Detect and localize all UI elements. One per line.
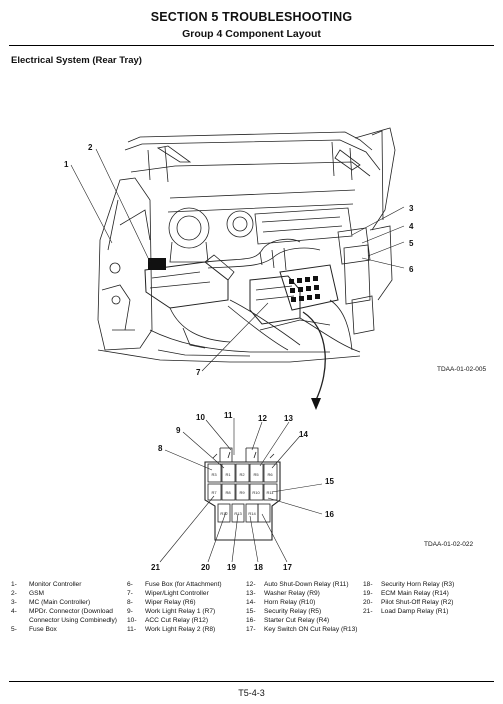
legend-item: 8-Wiper Relay (R6) — [127, 598, 196, 606]
callout-1: 1 — [64, 160, 69, 169]
relay-tag-r8: R8 — [225, 490, 231, 495]
figure-1-id: TDAA-01-02-005 — [437, 366, 487, 373]
legend-item: 4-MPDr. Connector (Download — [11, 607, 113, 615]
relay-tag-r2: R2 — [239, 472, 245, 477]
callout-2: 2 — [88, 143, 93, 152]
footer-divider — [9, 681, 494, 682]
legend-column-1: 1-Monitor Controller 2-GSM 3-MC (Main Co… — [11, 581, 117, 634]
callout-7: 7 — [196, 368, 201, 377]
callout-5: 5 — [409, 239, 414, 248]
relay-tag-r10: R10 — [252, 490, 260, 495]
section-heading: SECTION 5 TROUBLESHOOTING — [150, 10, 353, 24]
legend-item: 18-Security Horn Relay (R3) — [363, 581, 455, 588]
relay-tag-r13: R13 — [234, 511, 242, 516]
legend-item: 12-Auto Shut-Down Relay (R11) — [246, 581, 349, 588]
callout-15: 15 — [325, 477, 334, 486]
callout-10: 10 — [196, 413, 205, 422]
callout-11: 11 — [224, 411, 233, 420]
legend-item: 20-Pilot Shut-Off Relay (R2) — [363, 598, 454, 606]
legend-item: 15-Security Relay (R5) — [246, 607, 322, 615]
callout-20: 20 — [201, 563, 210, 572]
header-divider — [9, 45, 494, 46]
legend-item: 17-Key Switch ON Cut Relay (R13) — [246, 625, 358, 633]
relay-tag-r9: R9 — [239, 490, 245, 495]
page-number: T5-4-3 — [238, 688, 265, 698]
callout-3: 3 — [409, 204, 414, 213]
legend-item: 21-Load Damp Relay (R1) — [363, 607, 449, 615]
legend-item: 6-Fuse Box (for Attachment) — [127, 581, 222, 588]
legend-item: Connector Using Combinedly) — [29, 616, 117, 624]
callout-6: 6 — [409, 265, 414, 274]
legend-item: 16-Starter Cut Relay (R4) — [246, 616, 330, 624]
legend-column-3: 12-Auto Shut-Down Relay (R11) 13-Washer … — [246, 581, 357, 634]
legend-column-4: 18-Security Horn Relay (R3) 19-ECM Main … — [363, 581, 454, 617]
legend-item: 2-GSM — [11, 589, 45, 597]
legend-item: 19-ECM Main Relay (R14) — [363, 589, 449, 597]
relay-tag-r5: R5 — [253, 472, 259, 477]
relay-tag-r6: R6 — [267, 472, 273, 477]
legend-column-2: 6-Fuse Box (for Attachment) 7-Wiper/Ligh… — [127, 581, 222, 634]
legend-item: 3-MC (Main Controller) — [11, 598, 91, 606]
legend-item: 10-ACC Cut Relay (R12) — [127, 616, 209, 624]
callout-9: 9 — [176, 426, 181, 435]
callout-19: 19 — [227, 563, 236, 572]
callout-4: 4 — [409, 222, 414, 231]
relay-tag-r3: R3 — [211, 472, 217, 477]
callout-16: 16 — [325, 510, 334, 519]
callout-8: 8 — [158, 444, 163, 453]
relay-tag-r7: R7 — [211, 490, 217, 495]
section-title: Electrical System (Rear Tray) — [11, 55, 142, 66]
callout-17: 17 — [283, 563, 292, 572]
rear-tray-illustration — [70, 127, 405, 400]
callout-12: 12 — [258, 414, 267, 423]
relay-tag-r14: R14 — [248, 511, 256, 516]
callout-18: 18 — [254, 563, 263, 572]
relay-tag-r12: R12 — [220, 511, 228, 516]
legend-item: 1-Monitor Controller — [11, 581, 82, 588]
relay-tag-r1: R1 — [225, 472, 231, 477]
legend-item: 5-Fuse Box — [11, 625, 57, 633]
legend-item: 14-Horn Relay (R10) — [246, 598, 316, 606]
callout-14: 14 — [299, 430, 308, 439]
group-heading: Group 4 Component Layout — [182, 28, 321, 40]
figure-2-id: TDAA-01-02-022 — [424, 541, 474, 548]
relay-tag-r11: R11 — [266, 490, 274, 495]
legend-item: 13-Washer Relay (R9) — [246, 589, 320, 597]
legend-item: 11-Work Light Relay 2 (R8) — [127, 625, 216, 633]
legend-item: 9-Work Light Relay 1 (R7) — [127, 607, 216, 615]
callout-13: 13 — [284, 414, 293, 423]
legend-item: 7-Wiper/Light Controller — [127, 589, 209, 597]
callout-21: 21 — [151, 563, 160, 572]
